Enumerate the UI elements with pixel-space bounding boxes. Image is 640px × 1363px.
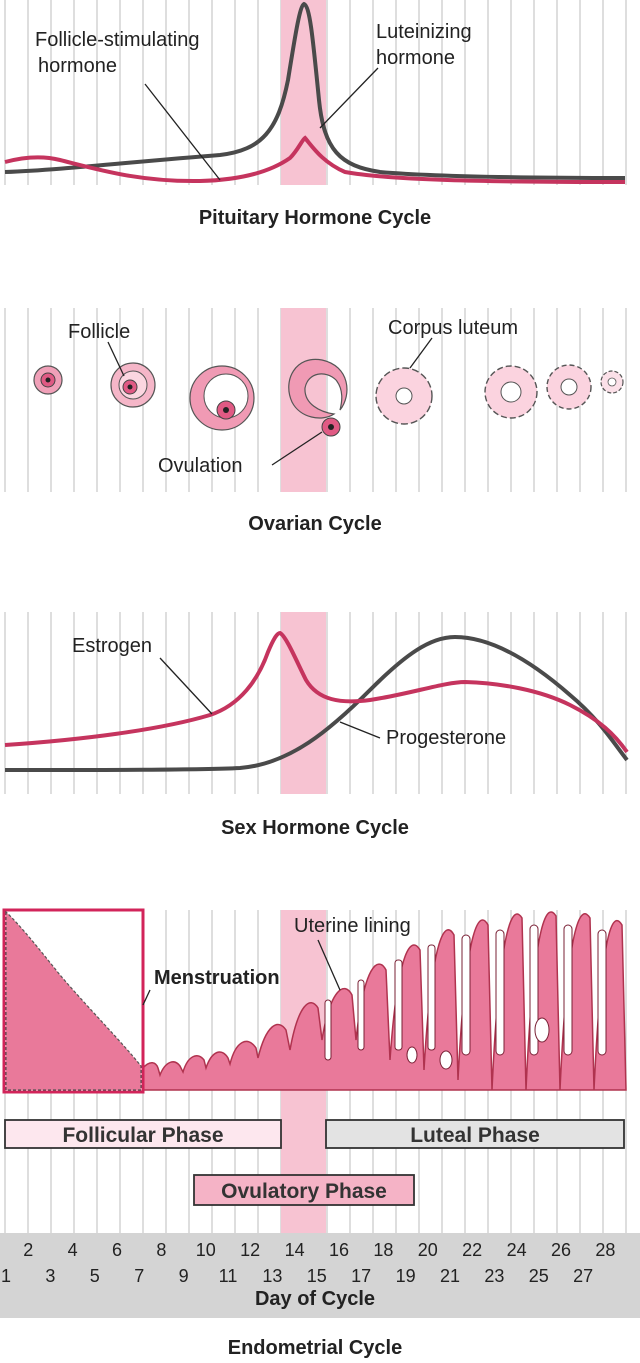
secondary-follicle [110,362,156,408]
corpus-luteum-medium [484,365,538,419]
day-label-even: 20 [418,1240,438,1260]
ovarian-panel: Follicle Corpus luteum Ovulation Ovarian… [4,308,627,535]
day-label-even: 26 [551,1240,571,1260]
estrogen-label: Estrogen [72,635,152,657]
progesterone-curve [4,634,629,772]
endometrial-title: Endometrial Cycle [228,1337,403,1359]
menstruation-label: Menstruation [154,967,280,989]
estrogen-curve [4,630,629,754]
day-label-odd: 25 [529,1266,549,1286]
uterine-lining [142,911,627,1091]
corpus-luteum-small [546,364,592,410]
lh-label-line1: Luteinizing [376,21,472,43]
progesterone-label: Progesterone [386,727,506,749]
fsh-leader-line [144,83,221,181]
lh-label-line2: hormone [376,47,455,69]
rupturing-follicle [288,358,348,437]
day-label-odd: 17 [351,1266,371,1286]
progesterone-leader-line [339,721,381,739]
luteal-phase-box: Luteal Phase [325,1119,625,1149]
sex-hormone-title: Sex Hormone Cycle [221,817,409,839]
day-label-even: 14 [285,1240,305,1260]
day-label-even: 18 [373,1240,393,1260]
day-label-even: 28 [595,1240,615,1260]
lh-leader-line [319,67,379,129]
fsh-label-line1: Follicle-stimulating [35,29,200,51]
ovulatory-phase-label: Ovulatory Phase [221,1180,387,1203]
follicular-phase-box: Follicular Phase [4,1119,282,1149]
corpus-albicans [600,370,624,394]
ovulatory-phase-box: Ovulatory Phase [193,1174,415,1206]
ovarian-title: Ovarian Cycle [248,513,381,535]
day-label-odd: 21 [440,1266,460,1286]
day-label-even: 2 [23,1240,33,1260]
day-axis-bar [0,1233,640,1318]
day-label-even: 16 [329,1240,349,1260]
menstruation-leader-line [142,989,151,1006]
follicle-leader-line [107,341,125,377]
day-label-odd: 7 [134,1266,144,1286]
corpus-luteum-large [375,367,433,425]
corpus-leader-line [409,337,433,369]
primary-follicle [33,365,63,395]
day-label-even: 10 [196,1240,216,1260]
fsh-curve [4,135,626,184]
menstruation-shedding-lining [5,910,142,1091]
follicular-phase-label: Follicular Phase [62,1124,223,1147]
day-label-odd: 9 [179,1266,189,1286]
sex-hormone-panel: Estrogen Progesterone Sex Hormone Cycle [4,612,629,839]
mature-follicle [189,365,255,431]
day-label-even: 12 [240,1240,260,1260]
ovulation-label: Ovulation [158,455,243,477]
uterine-glands [324,924,607,1070]
uterine-lining-leader-line [317,939,341,991]
lh-curve [4,1,626,180]
ovulation-leader-line [271,431,323,466]
day-label-odd: 27 [573,1266,593,1286]
corpus-luteum-label: Corpus luteum [388,317,518,339]
luteal-phase-label: Luteal Phase [410,1124,540,1147]
day-label-odd: 11 [219,1266,238,1286]
day-label-odd: 5 [90,1266,100,1286]
day-label-odd: 3 [45,1266,55,1286]
follicle-label: Follicle [68,321,130,343]
day-label-odd: 13 [262,1266,282,1286]
day-label-even: 24 [507,1240,527,1260]
day-axis-label: Day of Cycle [255,1288,375,1310]
day-label-odd: 1 [1,1266,11,1286]
day-label-even: 6 [112,1240,122,1260]
day-label-even: 22 [462,1240,482,1260]
uterine-lining-label: Uterine lining [294,915,411,937]
pituitary-title: Pituitary Hormone Cycle [199,207,431,229]
fsh-label-line2: hormone [38,55,117,77]
estrogen-leader-line [159,657,213,715]
day-label-even: 8 [156,1240,166,1260]
day-label-odd: 23 [484,1266,504,1286]
day-label-odd: 19 [396,1266,416,1286]
pituitary-panel: Follicle-stimulating hormone Luteinizing… [4,0,627,229]
day-label-odd: 15 [307,1266,327,1286]
endometrial-panel: Uterine lining Menstruation Follicular P… [0,908,640,1359]
day-label-even: 4 [68,1240,78,1260]
